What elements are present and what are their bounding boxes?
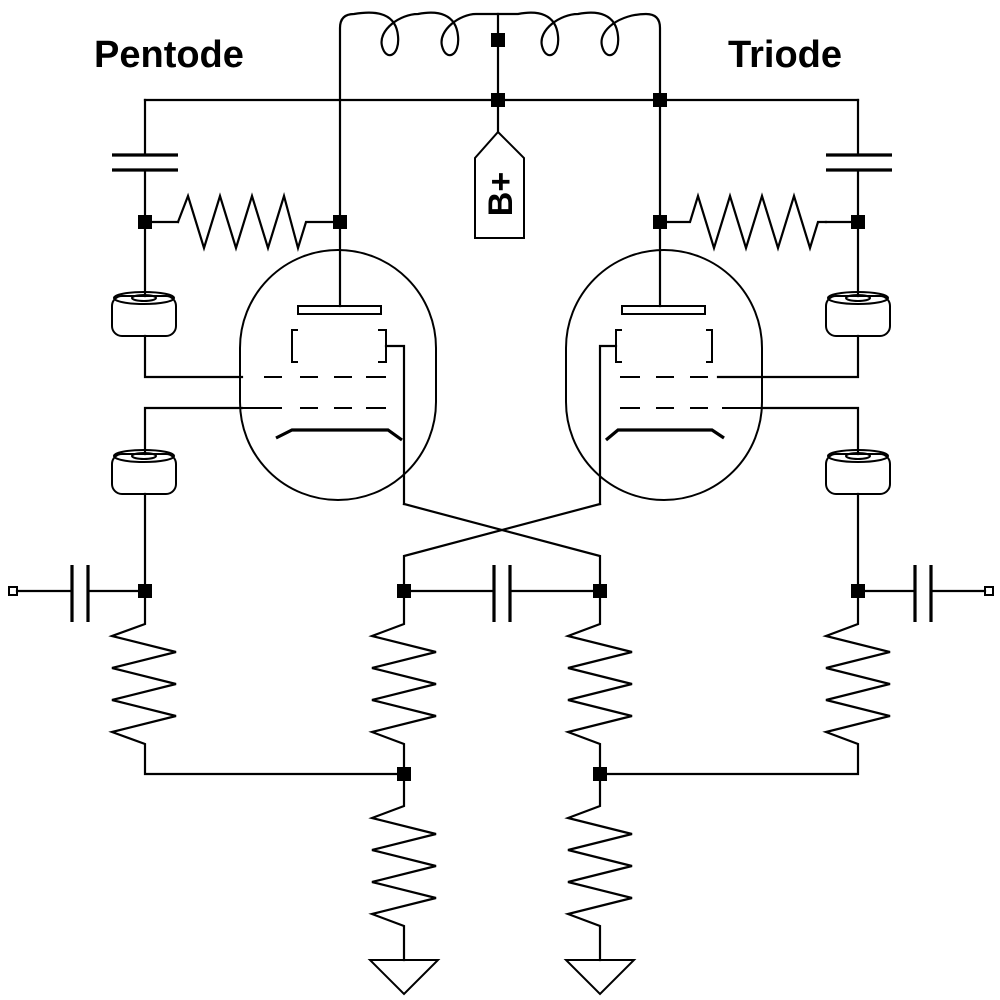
right-grid-network bbox=[598, 406, 994, 776]
pentode-label: Pentode bbox=[94, 34, 244, 76]
b-plus-label: B+ bbox=[482, 171, 520, 217]
output-transformer-primary bbox=[338, 11, 662, 224]
junction-dots bbox=[138, 33, 865, 781]
left-feedback-network bbox=[111, 98, 342, 379]
cross-coupling bbox=[402, 502, 602, 622]
triode-label: Triode bbox=[728, 34, 843, 76]
left-grid-network bbox=[8, 406, 406, 776]
right-feedback-network bbox=[658, 98, 892, 379]
right-cathode-resistors bbox=[563, 590, 637, 996]
triode-tube bbox=[565, 220, 763, 506]
left-cathode-resistors bbox=[367, 590, 441, 996]
pentode-tube bbox=[239, 220, 437, 506]
